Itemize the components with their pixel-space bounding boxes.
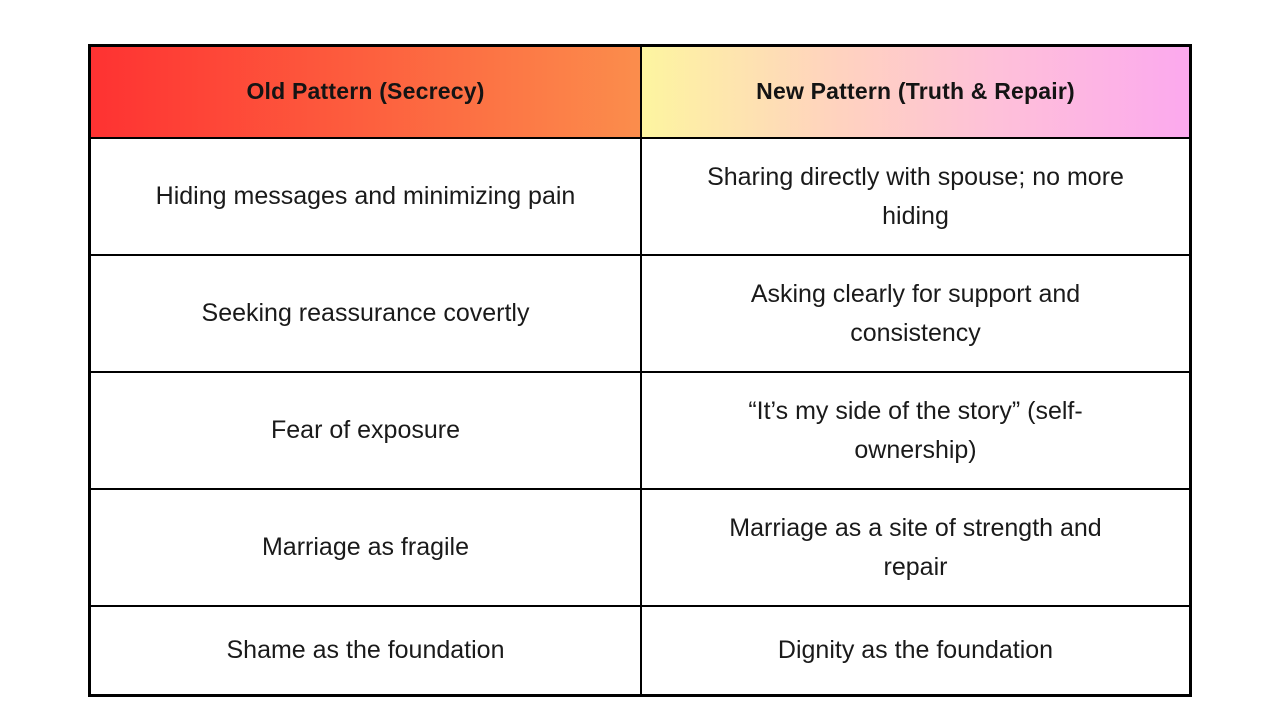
cell-old-row5: Shame as the foundation [91,605,640,694]
column-header-new-pattern: New Pattern (Truth & Repair) [640,47,1189,137]
column-header-old-pattern: Old Pattern (Secrecy) [91,47,640,137]
comparison-table: Old Pattern (Secrecy) New Pattern (Truth… [88,44,1192,697]
cell-new-row5: Dignity as the foundation [640,605,1189,694]
cell-new-row4: Marriage as a site of strength and repai… [640,488,1189,605]
cell-old-row4: Marriage as fragile [91,488,640,605]
cell-new-row3: “It’s my side of the story” (self-owners… [640,371,1189,488]
cell-old-row2: Seeking reassurance covertly [91,254,640,371]
cell-new-row1: Sharing directly with spouse; no more hi… [640,137,1189,254]
cell-new-row2: Asking clearly for support and consisten… [640,254,1189,371]
cell-old-row3: Fear of exposure [91,371,640,488]
cell-old-row1: Hiding messages and minimizing pain [91,137,640,254]
